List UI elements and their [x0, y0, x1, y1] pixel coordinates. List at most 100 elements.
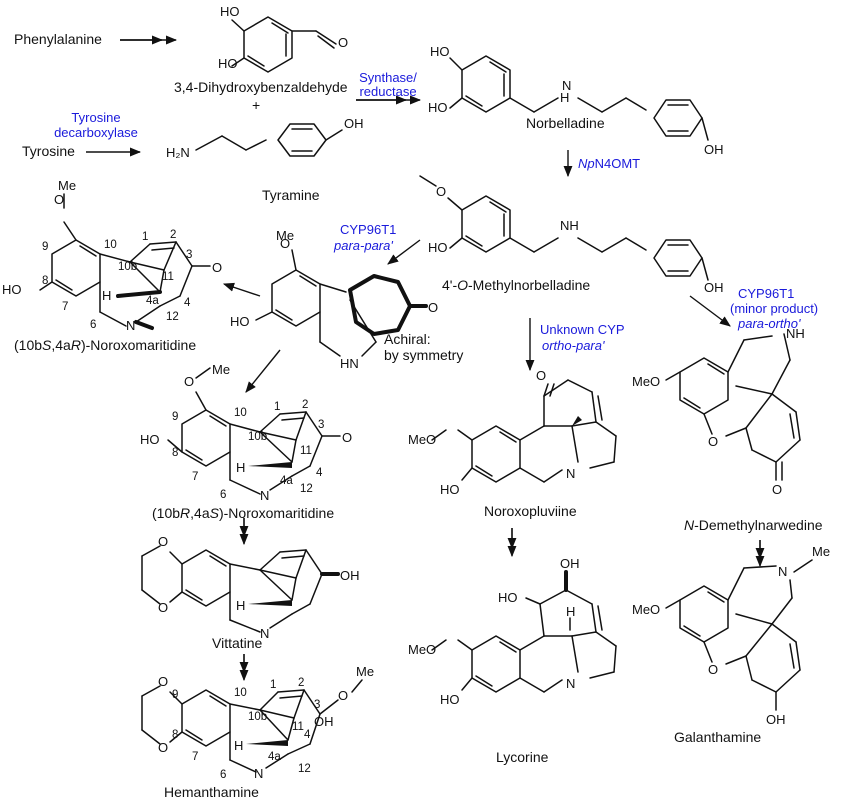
methylnorbelladine-oh: OH	[704, 280, 724, 295]
hemanthamine-structure: O O O Me OH H N 9 10 10b 1 2 3 4 11 4a 1…	[141, 664, 374, 781]
enzyme-cyp-pp-mode: para-para'	[333, 238, 393, 253]
spiro-intermediate-structure: O Me HO O HN	[230, 228, 438, 371]
noxo-rs-n: N	[260, 488, 269, 503]
noxo-sr-pos-10b: 10b	[118, 261, 137, 273]
enzyme-cyp-op-mode: ortho-para'	[542, 338, 605, 353]
hem-pos-2: 2	[298, 677, 304, 689]
vittatine-h: H	[236, 598, 245, 613]
demethylnarwedine-nh: NH	[786, 326, 805, 341]
noxo-rs-pos-7: 7	[192, 471, 198, 483]
noxo-rs-pos-6: 6	[220, 489, 226, 501]
hem-pos-10b: 10b	[248, 711, 267, 723]
enzyme-cyp-po-note: (minor product)	[730, 301, 818, 316]
label-dhba: 3,4-Dihydroxybenzaldehyde	[174, 79, 348, 95]
hem-pos-1: 1	[270, 679, 276, 691]
hem-pos-9: 9	[172, 689, 178, 701]
enzyme-tdc-line2: decarboxylase	[54, 125, 138, 140]
noxo-rs-pos-1: 1	[274, 401, 280, 413]
galanthamine-ether-o: O	[708, 662, 718, 677]
label-norbelladine: Norbelladine	[526, 115, 605, 131]
hem-pos-4a: 4a	[268, 751, 281, 763]
enzyme-sr-line2: reductase	[359, 84, 416, 99]
galanthamine-n: N	[778, 564, 787, 579]
noxo-rs-h: H	[236, 460, 245, 475]
noxo-rs-methoxy-o: O	[184, 374, 194, 389]
noxo-rs-pos-3: 3	[318, 419, 324, 431]
noxo-sr-ketone-o: O	[212, 260, 222, 275]
norbelladine-ho-bottom: HO	[428, 100, 448, 115]
arrow-spiro-to-noxo-rs	[245, 349, 281, 393]
noroxopluviine-structure: O MeO HO N	[408, 368, 617, 497]
arrow-to-spiro	[387, 239, 421, 265]
galanthamine-methyl: Me	[812, 544, 830, 559]
spiro-ho: HO	[230, 314, 250, 329]
hem-pos-12: 12	[298, 763, 311, 775]
noxo-rs-pos-10b: 10b	[248, 431, 267, 443]
tyramine-h2n: H₂N	[166, 145, 190, 160]
noxo-sr-pos-2: 2	[170, 229, 176, 241]
enzyme-cyp-po-mode: para-ortho'	[737, 316, 801, 331]
enzyme-cyp-op-name: Unknown CYP	[540, 322, 625, 337]
noroxomaritidine-rs-structure: O Me HO O H N 9 10 10b 1 2 3 4 11 4a 12 …	[140, 362, 352, 503]
arrow-to-demethylnarwedine	[689, 295, 731, 327]
noxo-sr-methoxy-o: O	[54, 192, 64, 207]
demethylnarwedine-ether-o: O	[708, 434, 718, 449]
noxo-rs-pos-4a: 4a	[280, 475, 293, 487]
label-plus: +	[252, 97, 260, 113]
norbelladine-ho-top: HO	[430, 44, 450, 59]
hemanthamine-n: N	[254, 766, 263, 781]
norbelladine-amine-h: H	[560, 90, 569, 105]
spiro-methoxy-o: O	[280, 236, 290, 251]
demethylnarwedine-structure: NH MeO O O	[632, 326, 805, 497]
noxo-rs-ketone-o: O	[342, 430, 352, 445]
noxo-rs-pos-8: 8	[172, 447, 178, 459]
noroxopluviine-n: N	[566, 466, 575, 481]
enzyme-sr-line1: Synthase/	[359, 70, 417, 85]
noxo-sr-pos-9: 9	[42, 241, 48, 253]
lycorine-structure: OH HO H MeO HO N	[408, 556, 617, 707]
label-lycorine: Lycorine	[496, 749, 549, 765]
methylnorbelladine-structure: O HO NH OH	[419, 175, 724, 295]
noxo-sr-pos-1: 1	[142, 231, 148, 243]
hemanthamine-h: H	[234, 738, 243, 753]
lycorine-oh-top: OH	[560, 556, 580, 571]
enzyme-cyp-pp-name: CYP96T1	[340, 222, 396, 237]
label-demethylnarwedine: N-Demethylnarwedine	[684, 517, 823, 533]
noxo-sr-ho: HO	[2, 282, 22, 297]
hem-pos-8: 8	[172, 729, 178, 741]
galanthamine-oh: OH	[766, 712, 786, 727]
hemanthamine-methoxy-o: O	[338, 688, 348, 703]
enzyme-cyp-po-name: CYP96T1	[738, 286, 794, 301]
noxo-sr-methyl: Me	[58, 178, 76, 193]
demethylnarwedine-meo: MeO	[632, 374, 660, 389]
norbelladine-structure: HO HO H N OH	[428, 44, 724, 157]
lycorine-n: N	[566, 676, 575, 691]
label-hemanthamine: Hemanthamine	[164, 784, 259, 800]
vittatine-n: N	[260, 626, 269, 641]
hem-pos-4: 4	[304, 729, 311, 741]
label-vittatine: Vittatine	[212, 635, 263, 651]
dhba-structure: HO HO O	[218, 4, 348, 73]
label-tyrosine: Tyrosine	[22, 143, 75, 159]
noxo-rs-methyl: Me	[212, 362, 230, 377]
enzyme-labels: Tyrosine decarboxylase Synthase/ reducta…	[54, 70, 818, 353]
label-galanthamine: Galanthamine	[674, 729, 761, 745]
enzyme-tdc-line1: Tyrosine	[71, 110, 120, 125]
dhba-ho-bottom: HO	[218, 56, 238, 71]
norbelladine-amine-n: N	[562, 78, 571, 93]
spiro-ketone-o: O	[428, 300, 438, 315]
noxo-sr-pos-7: 7	[62, 301, 68, 313]
noxo-sr-pos-4a: 4a	[146, 295, 159, 307]
hem-pos-7: 7	[192, 751, 198, 763]
spiro-methyl: Me	[276, 228, 294, 243]
noroxomaritidine-sr-structure: O Me HO O H N 9 10 10b 1 2 3 4 11 4a 12 …	[2, 178, 222, 333]
enzyme-n4omt: NpN4OMT	[578, 156, 640, 171]
demethylnarwedine-ketone-o: O	[772, 482, 782, 497]
vittatine-o-bottom: O	[158, 600, 168, 615]
noxo-rs-pos-11: 11	[300, 445, 312, 457]
label-by-symmetry: by symmetry	[384, 347, 463, 363]
noxo-rs-pos-12: 12	[300, 483, 313, 495]
noxo-sr-pos-3: 3	[186, 249, 192, 261]
dhba-aldehyde-o: O	[338, 35, 348, 50]
galanthamine-structure: N Me MeO O OH	[632, 544, 830, 727]
